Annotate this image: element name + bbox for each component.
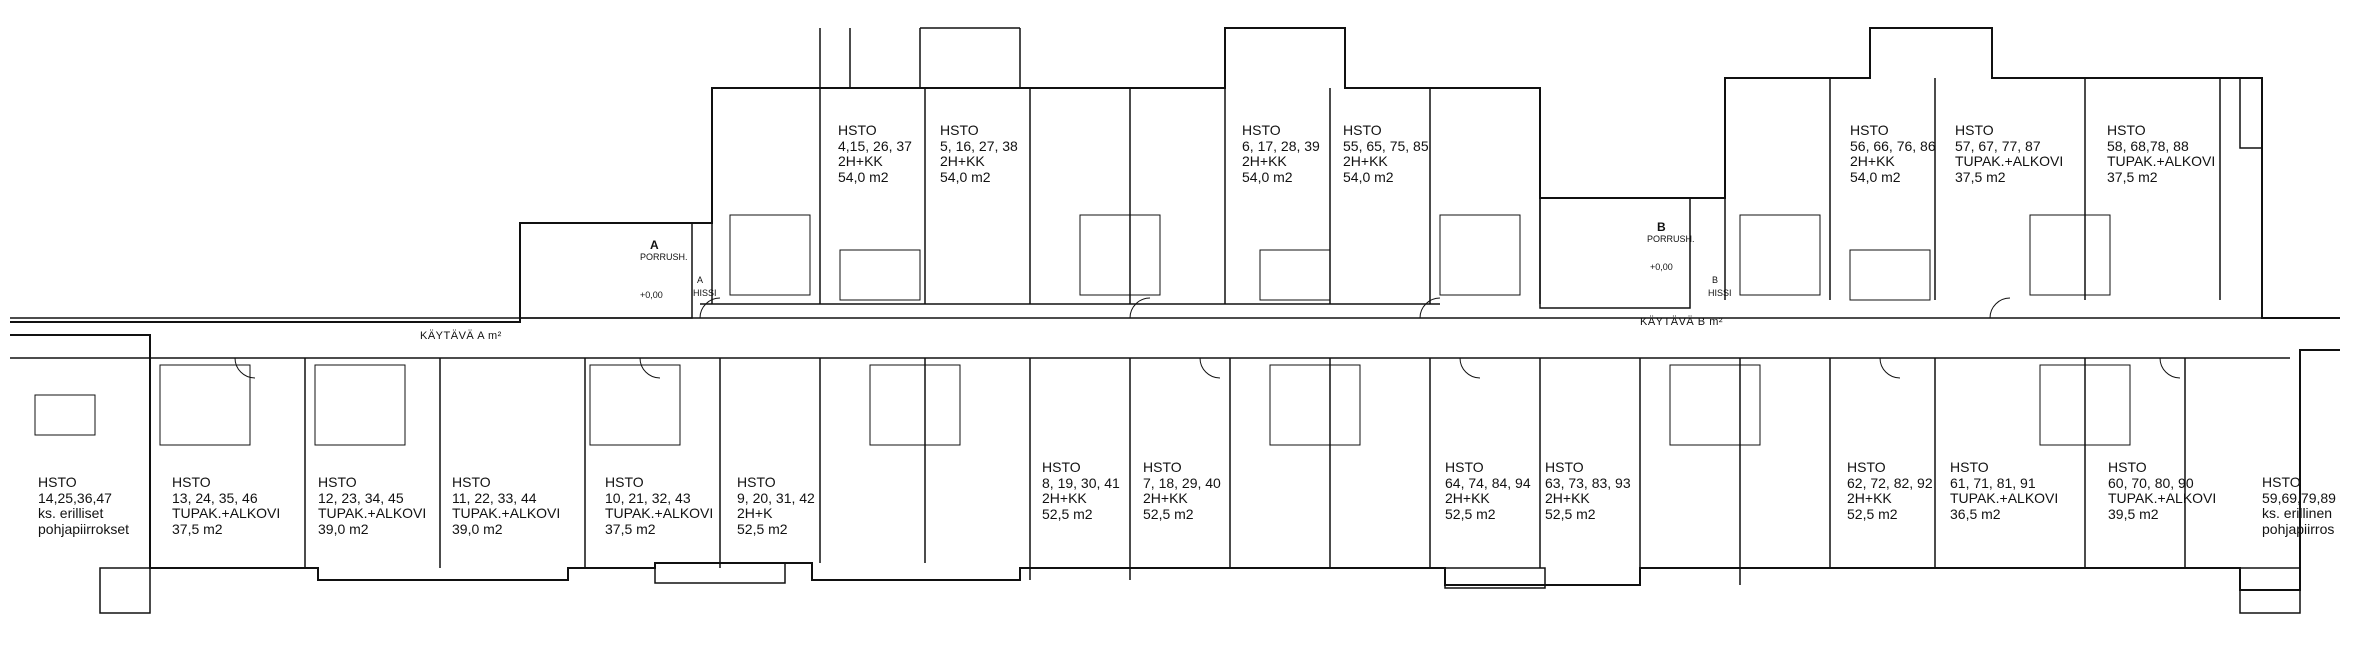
lift-a-letter: A (697, 275, 704, 285)
lift-b-label: HISSI (1708, 288, 1732, 298)
stair-b-label: PORRUSH. (1647, 234, 1695, 244)
corridor-b-label: KÄYTÄVÄ B m² (1640, 316, 1724, 328)
stair-a-letter: A (650, 238, 659, 252)
stair-b-letter: B (1657, 220, 1666, 234)
stair-a-level: +0,00 (640, 290, 663, 300)
corridor-a-label: KÄYTÄVÄ A m² (420, 330, 502, 342)
stair-a (519, 222, 693, 319)
lift-a-label: HISSI (693, 288, 717, 298)
door-swings (234, 297, 2181, 379)
corridor-walls (10, 303, 2300, 359)
top-bathrooms (729, 214, 2111, 301)
top-unit-walls (711, 27, 2221, 304)
stair-b-level: +0,00 (1650, 262, 1673, 272)
bottom-unit-walls (149, 358, 2186, 585)
balconies (99, 77, 2301, 614)
bottom-bathrooms (34, 364, 2131, 446)
stair-b (1539, 197, 1691, 309)
stair-a-label: PORRUSH. (640, 252, 688, 262)
lift-b-letter: B (1712, 275, 1719, 285)
